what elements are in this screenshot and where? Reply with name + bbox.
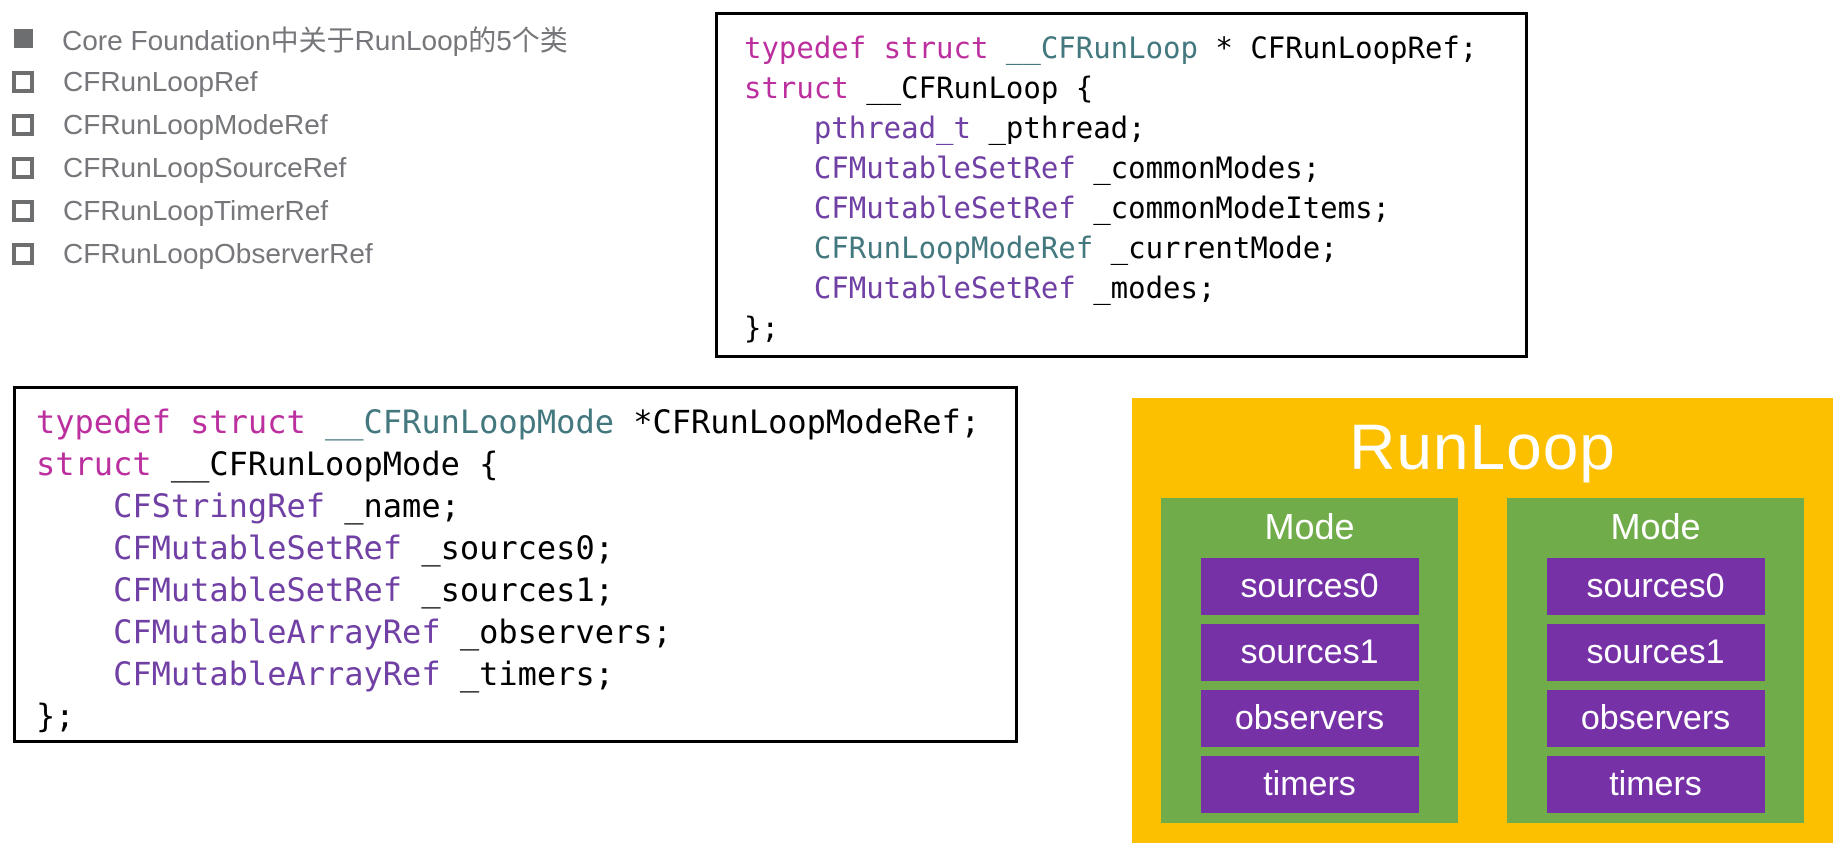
code-token-plain <box>36 571 113 609</box>
hollow-square-bullet-icon <box>12 156 34 179</box>
code-token-plain <box>744 151 814 185</box>
code-token-plain: _commonModes; <box>1075 151 1321 185</box>
code-line: typedef struct __CFRunLoop * CFRunLoopRe… <box>744 28 1525 68</box>
bullet-label: CFRunLoopSourceRef <box>63 151 347 183</box>
code-token-plain: _commonModeItems; <box>1075 191 1391 225</box>
mode-item-timers: timers <box>1200 756 1419 813</box>
code-token-plain: * CFRunLoopRef; <box>1197 31 1478 65</box>
mode-box: Mode sources0 sources1 observers timers <box>1507 498 1804 823</box>
code-token-plain <box>744 271 814 305</box>
mode-item-sources0: sources0 <box>1546 558 1765 615</box>
code-token-keyword: struct <box>744 71 849 105</box>
code-line: CFMutableSetRef _sources1; <box>36 569 1015 611</box>
code-line: CFMutableSetRef _commonModeItems; <box>744 188 1525 228</box>
bullet-item: Core Foundation中关于RunLoop的5个类 <box>12 17 568 60</box>
code-line: CFMutableSetRef _modes; <box>744 268 1525 308</box>
hollow-square-bullet-icon <box>12 113 34 136</box>
code-token-plain: _observers; <box>440 613 672 651</box>
mode-item-sources1: sources1 <box>1200 624 1419 681</box>
code-token-plain: _pthread; <box>970 111 1146 145</box>
bullet-label: CFRunLoopObserverRef <box>63 237 373 269</box>
code-token-plain: __CFRunLoopMode { <box>151 445 499 483</box>
code-line: CFStringRef _name; <box>36 485 1015 527</box>
bullet-item: CFRunLoopTimerRef <box>12 189 568 232</box>
code-block-cfrunloopmode: typedef struct __CFRunLoopMode *CFRunLoo… <box>13 386 1018 743</box>
code-token-plain: _sources0; <box>402 529 614 567</box>
mode-label: Mode <box>1610 506 1701 547</box>
code-token-plain <box>36 613 113 651</box>
code-token-type-other: CFMutableSetRef <box>813 271 1076 305</box>
filled-square-bullet-icon <box>14 29 33 48</box>
code-token-plain: __CFRunLoop { <box>848 71 1094 105</box>
code-token-type-other: CFMutableSetRef <box>113 529 403 567</box>
code-line: CFRunLoopModeRef _currentMode; <box>744 228 1525 268</box>
code-token-plain: }; <box>744 311 779 345</box>
bullet-item: CFRunLoopRef <box>12 60 568 103</box>
bullet-item: CFRunLoopSourceRef <box>12 146 568 189</box>
code-line: }; <box>744 308 1525 348</box>
hollow-square-bullet-icon <box>12 70 34 93</box>
code-line: struct __CFRunLoopMode { <box>36 443 1015 485</box>
mode-item-observers: observers <box>1200 690 1419 747</box>
mode-items: sources0 sources1 observers timers <box>1507 558 1804 813</box>
code-token-plain: _currentMode; <box>1093 231 1338 265</box>
code-token-plain: _sources1; <box>402 571 614 609</box>
code-line: CFMutableSetRef _sources0; <box>36 527 1015 569</box>
bullet-label: CFRunLoopModeRef <box>63 108 328 140</box>
code-token-type-other: CFMutableArrayRef <box>113 613 441 651</box>
bullet-label: CFRunLoopRef <box>63 65 258 97</box>
hollow-square-bullet-icon <box>12 242 34 265</box>
mode-item-observers: observers <box>1546 690 1765 747</box>
code-token-plain <box>36 655 113 693</box>
code-line: CFMutableSetRef _commonModes; <box>744 148 1525 188</box>
bullet-item: CFRunLoopModeRef <box>12 103 568 146</box>
code-token-plain <box>744 191 814 225</box>
code-token-plain <box>36 487 113 525</box>
code-line: }; <box>36 695 1015 737</box>
runloop-diagram: RunLoop Mode sources0 sources1 observers tim… <box>1132 398 1833 843</box>
code-token-plain: _timers; <box>440 655 614 693</box>
code-token-type-other: CFStringRef <box>113 487 325 525</box>
code-token-type-other: CFMutableSetRef <box>813 151 1076 185</box>
code-token-plain <box>744 231 814 265</box>
code-token-keyword: struct <box>36 445 152 483</box>
code-token-type-other: CFMutableArrayRef <box>113 655 441 693</box>
mode-item-timers: timers <box>1546 756 1765 813</box>
code-token-keyword: typedef struct <box>744 31 1006 65</box>
mode-items: sources0 sources1 observers timers <box>1161 558 1458 813</box>
bullet-label: Core Foundation中关于RunLoop的5个类 <box>62 24 568 56</box>
code-token-type-project: __CFRunLoopMode <box>324 403 614 441</box>
bullet-item: CFRunLoopObserverRef <box>12 232 568 275</box>
code-block-cfrunloop: typedef struct __CFRunLoop * CFRunLoopRe… <box>715 12 1528 358</box>
code-token-type-other: CFMutableSetRef <box>813 191 1076 225</box>
code-line: pthread_t _pthread; <box>744 108 1525 148</box>
code-token-keyword: typedef struct <box>36 403 325 441</box>
code-token-plain <box>744 111 814 145</box>
code-line: CFMutableArrayRef _observers; <box>36 611 1015 653</box>
hollow-square-bullet-icon <box>12 199 34 222</box>
code-token-plain: _name; <box>324 487 460 525</box>
code-line: CFMutableArrayRef _timers; <box>36 653 1015 695</box>
code-token-plain: }; <box>36 697 75 735</box>
mode-label: Mode <box>1264 506 1355 547</box>
mode-item-sources1: sources1 <box>1546 624 1765 681</box>
mode-item-sources0: sources0 <box>1200 558 1419 615</box>
bullet-label: CFRunLoopTimerRef <box>63 194 329 226</box>
bullet-list: Core Foundation中关于RunLoop的5个类 CFRunLoopRe… <box>12 17 568 275</box>
code-token-type-other: CFMutableSetRef <box>113 571 403 609</box>
mode-box: Mode sources0 sources1 observers timers <box>1161 498 1458 823</box>
modes-row: Mode sources0 sources1 observers timers Mode s… <box>1161 498 1804 823</box>
code-token-type-other: pthread_t <box>813 111 971 145</box>
code-line: typedef struct __CFRunLoopMode *CFRunLoo… <box>36 401 1015 443</box>
code-token-plain: *CFRunLoopModeRef; <box>613 403 981 441</box>
code-token-type-project: CFRunLoopModeRef <box>813 231 1094 265</box>
code-line: struct __CFRunLoop { <box>744 68 1525 108</box>
code-token-plain <box>36 529 113 567</box>
runloop-diagram-title: RunLoop <box>1349 411 1616 483</box>
code-token-plain: _modes; <box>1075 271 1216 305</box>
code-token-type-project: __CFRunLoop <box>1005 31 1198 65</box>
